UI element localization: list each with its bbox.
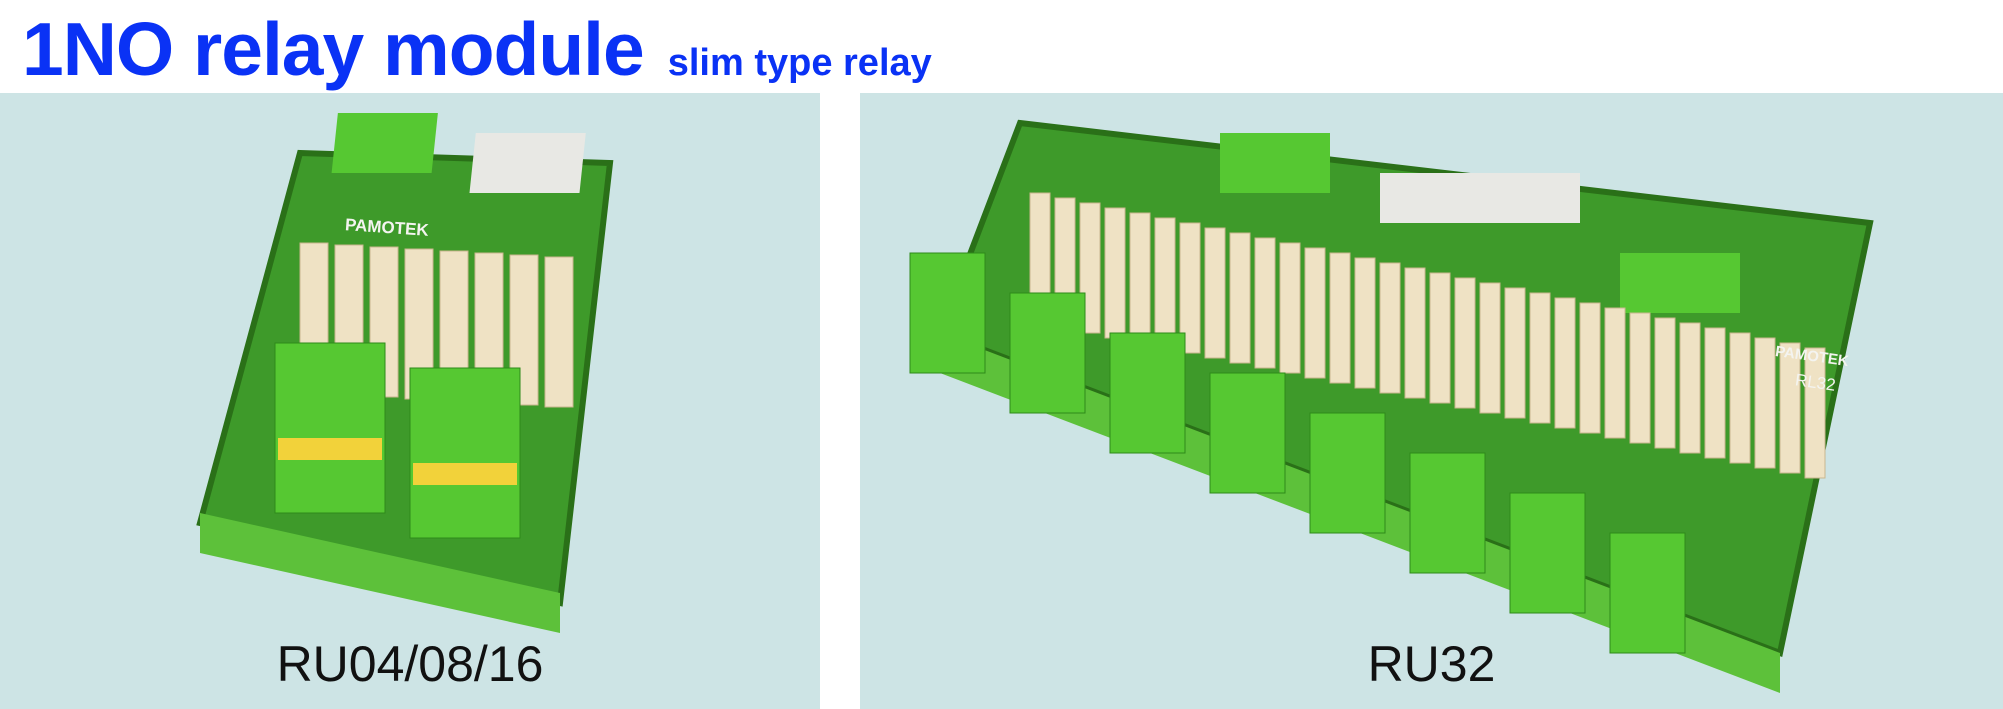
relay xyxy=(1404,267,1426,399)
relay xyxy=(1804,347,1826,479)
page-title: 1NO relay module slim type relay xyxy=(22,6,932,92)
relay xyxy=(1779,342,1801,474)
relay xyxy=(1654,317,1676,449)
relay xyxy=(1354,257,1376,389)
relay xyxy=(1529,292,1551,424)
terminal-block xyxy=(1109,332,1186,454)
relay xyxy=(1129,212,1151,344)
relay xyxy=(1279,242,1301,374)
terminal-block xyxy=(1409,452,1486,574)
product-label: RU32 xyxy=(1367,636,1496,692)
relay xyxy=(1204,227,1226,359)
product-panel-ru32: PAMOTEK RL32 RU32 xyxy=(860,93,2003,709)
relay xyxy=(1304,247,1326,379)
title-sub: slim type relay xyxy=(667,42,932,84)
terminal-block xyxy=(1209,372,1286,494)
relay xyxy=(1754,337,1776,469)
relay-module-photo-large xyxy=(909,119,1874,693)
relay xyxy=(1154,217,1176,349)
relay xyxy=(1229,232,1251,364)
product-label: RU04/08/16 xyxy=(276,636,544,692)
relay xyxy=(1379,262,1401,394)
terminal-block xyxy=(1509,492,1586,614)
terminal-block xyxy=(909,252,986,374)
relay xyxy=(1454,277,1476,409)
relay xyxy=(1604,307,1626,439)
relay xyxy=(1329,252,1351,384)
relay xyxy=(1679,322,1701,454)
terminal-block xyxy=(1009,292,1086,414)
relay xyxy=(1629,312,1651,444)
relay xyxy=(1104,207,1126,339)
relay xyxy=(1479,282,1501,414)
relay-module-photo-small xyxy=(196,113,614,633)
relay xyxy=(1554,297,1576,429)
relay xyxy=(1179,222,1201,354)
relay xyxy=(1579,302,1601,434)
title-main: 1NO relay module xyxy=(22,7,645,91)
relay xyxy=(1254,237,1276,369)
relay xyxy=(1504,287,1526,419)
terminal-block xyxy=(1309,412,1386,534)
relay xyxy=(1429,272,1451,404)
product-panel-ru04: PAMOTEK RU04/08/16 xyxy=(0,93,820,709)
relay xyxy=(1704,327,1726,459)
relay xyxy=(1729,332,1751,464)
terminal-block xyxy=(1609,532,1686,654)
